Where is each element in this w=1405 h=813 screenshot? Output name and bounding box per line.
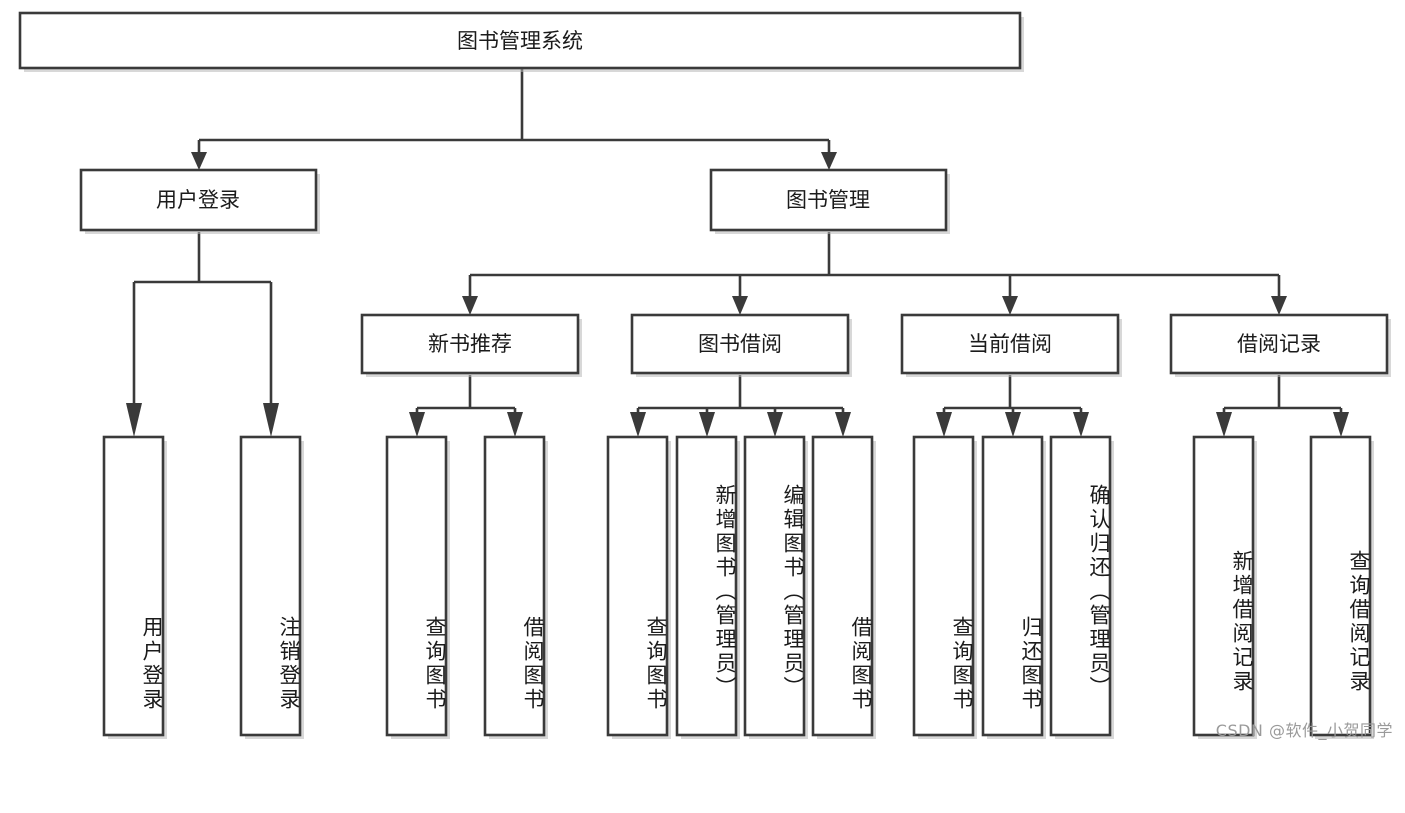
current-borrow-label: 当前借阅 (968, 332, 1052, 356)
node-leaf-add-book-admin[interactable] (675, 435, 740, 739)
leaf-query-books-1-box (385, 435, 448, 737)
book-borrow-label: 图书借阅 (698, 332, 782, 356)
leaf-edit-book-admin-box (743, 435, 806, 737)
arrow-to-leaf-borrow-books-1 (507, 412, 523, 437)
book-management-box (709, 168, 948, 232)
arrow-to-leaf-add-book-admin (699, 412, 715, 437)
user-login-box (79, 168, 318, 232)
node-leaf-user-login[interactable] (102, 435, 167, 739)
leaf-query-books-3-box (912, 435, 975, 737)
borrow-record-box (1169, 313, 1389, 375)
node-leaf-query-books-1[interactable] (385, 435, 450, 739)
arrow-to-book-borrow (732, 296, 748, 315)
node-new-book-recommend[interactable]: 新书推荐 (360, 313, 582, 377)
connector-group (126, 68, 1349, 437)
node-leaf-return-books[interactable] (981, 435, 1046, 739)
user-login-label: 用户登录 (156, 188, 240, 212)
arrow-to-borrow-record (1271, 296, 1287, 315)
leaf-query-books-2-box (606, 435, 669, 737)
node-leaf-query-borrow-record[interactable] (1309, 435, 1374, 739)
arrow-to-current-borrow (1002, 296, 1018, 315)
current-borrow-box (900, 313, 1120, 375)
node-leaf-query-books-3[interactable] (912, 435, 977, 739)
book-borrow-box (630, 313, 850, 375)
leaf-borrow-books-2-box (811, 435, 874, 737)
diagram-canvas: 图书管理系统 用户登录 图书管理 新书推荐 图书借阅 当前借阅 (18, 11, 1391, 739)
leaf-query-borrow-record-box (1309, 435, 1372, 737)
leaf-user-login-box (102, 435, 165, 737)
arrow-to-leaf-return-books (1005, 412, 1021, 437)
arrow-to-leaf-query-books-1 (409, 412, 425, 437)
node-leaf-query-books-2[interactable] (606, 435, 671, 739)
node-user-login[interactable]: 用户登录 (79, 168, 320, 234)
node-leaf-add-borrow-record[interactable] (1192, 435, 1257, 739)
arrow-root-to-book-management (821, 152, 837, 170)
node-current-borrow[interactable]: 当前借阅 (900, 313, 1122, 377)
arrow-to-leaf-logout-login (263, 403, 279, 437)
node-borrow-record[interactable]: 借阅记录 (1169, 313, 1391, 377)
leaf-add-book-admin-box (675, 435, 738, 737)
new-book-recommend-box (360, 313, 580, 375)
arrow-to-leaf-add-borrow-record (1216, 412, 1232, 437)
watermark: CSDN @软件_小贺同学 (1215, 721, 1393, 740)
node-leaf-confirm-return-admin[interactable] (1049, 435, 1114, 739)
arrow-to-leaf-borrow-books-2 (835, 412, 851, 437)
node-leaf-borrow-books-1[interactable] (483, 435, 548, 739)
leaf-borrow-books-1-box (483, 435, 546, 737)
node-book-management[interactable]: 图书管理 (709, 168, 950, 234)
node-book-borrow[interactable]: 图书借阅 (630, 313, 852, 377)
borrow-record-label: 借阅记录 (1237, 332, 1321, 356)
new-book-recommend-label: 新书推荐 (428, 332, 512, 356)
leaf-add-borrow-record-box (1192, 435, 1255, 737)
arrow-to-leaf-user-login (126, 403, 142, 437)
arrow-to-leaf-query-books-2 (630, 412, 646, 437)
arrow-to-leaf-query-books-3 (936, 412, 952, 437)
root-box (18, 11, 1022, 70)
diagram-root: 图书管理系统 用户登录 图书管理 新书推荐 图书借阅 当前借阅 (18, 11, 1393, 740)
node-leaf-borrow-books-2[interactable] (811, 435, 876, 739)
arrow-to-leaf-confirm-return-admin (1073, 412, 1089, 437)
arrow-to-new-book-recommend (462, 296, 478, 315)
node-leaf-edit-book-admin[interactable] (743, 435, 808, 739)
book-management-label: 图书管理 (786, 188, 870, 212)
arrow-to-leaf-query-borrow-record (1333, 412, 1349, 437)
node-root[interactable]: 图书管理系统 (18, 11, 1024, 72)
arrow-to-leaf-edit-book-admin (767, 412, 783, 437)
leaf-logout-login-box (239, 435, 302, 737)
root-label: 图书管理系统 (457, 29, 583, 53)
leaf-return-books-box (981, 435, 1044, 737)
node-leaf-logout-login[interactable] (239, 435, 304, 739)
leaf-confirm-return-admin-box (1049, 435, 1112, 737)
arrow-root-to-user-login (191, 152, 207, 170)
